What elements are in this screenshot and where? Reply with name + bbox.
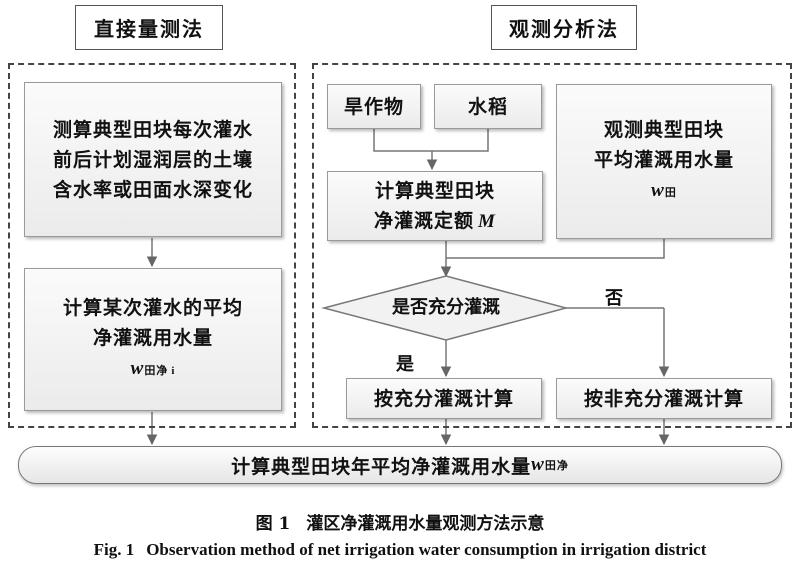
quota-text: 净灌溉定额 [374, 209, 475, 232]
annual-sub: 田净 [544, 459, 569, 472]
measure-line-2: 前后计划湿润层的土壤 [52, 148, 253, 171]
caption-english: Fig. 1 Observation method of net irrigati… [0, 540, 800, 560]
direct-method-panel [8, 63, 296, 428]
symbol-index: i [171, 365, 176, 377]
quota-line-1: 计算典型田块 [374, 179, 495, 202]
annual-symbol: w [531, 454, 545, 475]
caption-cn-text: 灌区净灌溉用水量观测方法示意 [306, 514, 545, 534]
line-rice-down [432, 129, 489, 152]
quota-symbol: M [478, 210, 496, 232]
header-analysis-method: 观测分析法 [491, 5, 637, 50]
observe-symbol: w田 [651, 175, 677, 208]
observe-line-1: 观测典型田块 [603, 119, 724, 141]
decision-diamond [321, 275, 569, 341]
symbol-w: w [130, 358, 145, 379]
nonfull-irrigation-calc-box: 按非充分灌溉计算 [556, 378, 772, 419]
symbol-sub: 田净 [144, 364, 169, 377]
line-observe-down [446, 239, 665, 259]
observe-sub: 田 [664, 186, 677, 199]
yes-label: 是 [396, 354, 414, 375]
observe-line-2: 平均灌溉用水量 [593, 149, 734, 171]
rice-box: 水稻 [434, 84, 542, 129]
decision-label: 是否充分灌溉 [392, 297, 500, 318]
annual-text: 计算典型田块年平均净灌溉用水量 [231, 455, 532, 478]
measure-line-3: 含水率或田面水深变化 [52, 178, 253, 201]
observe-water-box: 观测典型田块 平均灌溉用水量 w田 [556, 84, 772, 239]
observe-w: w [651, 180, 665, 201]
dry-crops-box: 旱作物 [327, 84, 421, 129]
single-irrigation-line-2: 净灌溉用水量 [92, 327, 213, 349]
caption-en-text: Observation method of net irrigation wat… [146, 540, 707, 559]
measure-soil-water-box: 测算典型田块每次灌水 前后计划湿润层的土壤 含水率或田面水深变化 [24, 82, 282, 237]
single-irrigation-line-1: 计算某次灌水的平均 [62, 297, 243, 319]
measure-line-1: 测算典型田块每次灌水 [52, 118, 253, 141]
header-direct-method: 直接量测法 [75, 5, 223, 50]
line-dry-crops-down [373, 129, 432, 152]
no-label: 否 [605, 288, 623, 309]
caption-cn-number: 图 1 [255, 514, 291, 534]
full-irrigation-calc-box: 按充分灌溉计算 [346, 378, 542, 419]
analysis-method-panel [312, 63, 792, 428]
caption-en-number: Fig. 1 [93, 540, 135, 559]
caption-chinese: 图 1 灌区净灌溉用水量观测方法示意 [0, 509, 800, 534]
